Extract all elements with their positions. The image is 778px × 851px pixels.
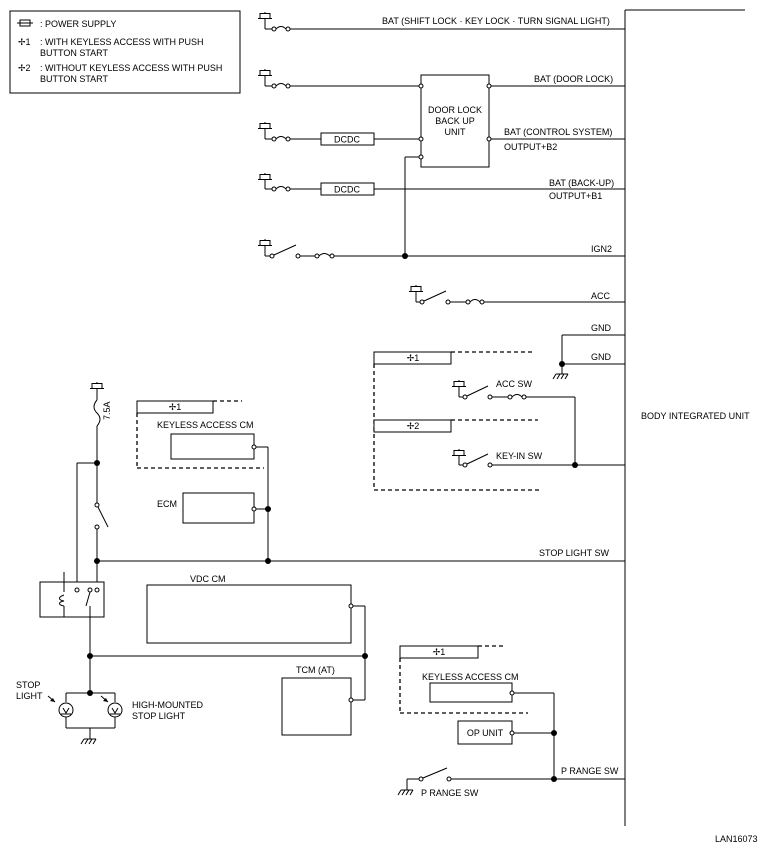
power-supply-icon — [89, 381, 105, 391]
tcm-label: TCM (AT) — [296, 665, 335, 675]
figure-code: LAN16073 — [715, 834, 758, 844]
vdc-cm-box — [146, 584, 352, 644]
op-unit-label: OP UNIT — [467, 728, 504, 738]
key-in-sw-blade — [466, 453, 489, 465]
keyless-ecm-region: ✢1 KEYLESS ACCESS CM ECM — [136, 400, 271, 564]
keyless-access-cm-label-1: KEYLESS ACCESS CM — [157, 420, 254, 430]
dcdc-label-1: DCDC — [334, 135, 360, 145]
fuse-icon — [93, 399, 101, 427]
switch-option-region: ✢1 ✢2 ACC SW KEY-IN SW — [373, 351, 625, 491]
stop-light-bulb-icon — [58, 702, 74, 718]
power-supply-icon — [451, 379, 467, 389]
ign2-label: IGN2 — [591, 244, 612, 254]
stop-light-circuit: 7.5A STOP LIGHT SW — [16, 381, 625, 745]
acc-sw-blade — [466, 385, 489, 397]
ecm-label: ECM — [157, 499, 177, 509]
door-lock-label-3: UNIT — [445, 127, 466, 137]
ign2-circuit: IGN2 — [257, 156, 625, 259]
high-mounted-stop-light-bulb-icon — [107, 702, 123, 718]
door-lock-backup-unit-box — [420, 74, 490, 168]
legend-star2-mark: ✢2 — [18, 63, 31, 73]
door-lock-label-2: BACK UP — [435, 116, 475, 126]
power-supply-icon — [257, 172, 273, 182]
gnd-circuit: GND GND — [552, 323, 625, 380]
keyless-access-cm-label-2: KEYLESS ACCESS CM — [422, 672, 519, 682]
stop-light-label: STOP — [16, 680, 40, 690]
acc-circuit: ACC — [408, 284, 625, 305]
relay-coil-icon — [59, 594, 65, 607]
bat-control-system-circuit: DCDC BAT (CONTROL SYSTEM) OUTPUT+B2 — [257, 121, 625, 152]
fuse-rating: 7.5A — [102, 401, 112, 420]
legend-star2-text-cont: BUTTON START — [40, 74, 109, 84]
stop-lamp-relay — [39, 581, 105, 618]
legend-star1-mark: ✢1 — [18, 37, 31, 47]
ign-switch-blade — [273, 244, 297, 256]
power-supply-legend-icon — [17, 19, 33, 27]
body-integrated-unit-label: BODY INTEGRATED UNIT — [641, 411, 750, 421]
gnd-label-1: GND — [591, 323, 612, 333]
stop-light-label-2: LIGHT — [16, 691, 43, 701]
acc-sw-label: ACC SW — [496, 379, 533, 389]
high-mounted-stop-light-label: HIGH-MOUNTED — [132, 700, 203, 710]
tcm-box — [281, 677, 352, 736]
option-tag-star1-label: ✢1 — [433, 647, 446, 657]
p-range-sw-line-label: P RANGE SW — [561, 766, 619, 776]
output-b2-label: OUTPUT+B2 — [504, 142, 557, 152]
output-b1-label: OUTPUT+B1 — [549, 191, 602, 201]
stop-light-sw-label: STOP LIGHT SW — [539, 548, 610, 558]
bat-door-lock-circuit: BAT (DOOR LOCK) — [257, 68, 625, 89]
ground-icon — [397, 789, 414, 796]
dcdc-label-2: DCDC — [334, 185, 360, 195]
bat-shift-lock-circuit: BAT (SHIFT LOCK · KEY LOCK · TURN SIGNAL… — [257, 11, 625, 32]
legend-star1-text-cont: BUTTON START — [40, 48, 109, 58]
legend: : POWER SUPPLY ✢1 : WITH KEYLESS ACCESS … — [9, 10, 241, 94]
bat-control-system-label: BAT (CONTROL SYSTEM) — [504, 127, 612, 137]
power-supply-icon — [257, 11, 273, 21]
legend-box — [9, 10, 241, 94]
option-tag-star1-label: ✢1 — [169, 402, 182, 412]
option-tag-star1 — [373, 351, 452, 365]
gnd-label-2: GND — [591, 352, 612, 362]
acc-label: ACC — [591, 291, 611, 301]
bat-backup-label: BAT (BACK-UP) — [549, 178, 614, 188]
power-supply-icon — [257, 238, 273, 248]
power-supply-icon — [451, 448, 467, 458]
keyless-access-cm-1 — [170, 433, 255, 460]
high-mounted-stop-light-label-2: STOP LIGHT — [132, 711, 186, 721]
vdc-cm-label: VDC CM — [190, 574, 226, 584]
ground-icon — [80, 738, 97, 745]
bat-backup-circuit: DCDC BAT (BACK-UP) OUTPUT+B1 — [257, 172, 625, 201]
door-lock-backup-unit: DOOR LOCK BACK UP UNIT — [418, 74, 492, 168]
power-supply-icon — [257, 68, 273, 78]
vdc-tcm-region: VDC CM TCM (AT) — [146, 574, 366, 736]
key-in-sw-label: KEY-IN SW — [496, 451, 543, 461]
power-supply-icon — [408, 284, 424, 294]
option-tag-star1 — [399, 645, 479, 659]
bat-shift-lock-label: BAT (SHIFT LOCK · KEY LOCK · TURN SIGNAL… — [382, 16, 610, 26]
p-range-sw-label: P RANGE SW — [421, 788, 479, 798]
legend-power-supply: : POWER SUPPLY — [40, 19, 116, 29]
body-integrated-unit: BODY INTEGRATED UNIT — [624, 9, 750, 826]
option-tag-star1-label: ✢1 — [407, 353, 420, 363]
bat-door-lock-label: BAT (DOOR LOCK) — [534, 74, 613, 84]
legend-star1-text: : WITH KEYLESS ACCESS WITH PUSH — [40, 37, 204, 47]
door-lock-label: DOOR LOCK — [428, 105, 482, 115]
legend-star2-text: : WITHOUT KEYLESS ACCESS WITH PUSH — [40, 63, 222, 73]
ground-icon — [552, 373, 569, 380]
keyless-access-cm-2 — [429, 682, 513, 703]
ecm-box — [182, 492, 255, 524]
option-tag-star2-label: ✢2 — [407, 421, 420, 431]
p-range-region: ✢1 KEYLESS ACCESS CM OP UNIT P RANGE SW … — [397, 645, 625, 798]
option-tag-star1 — [136, 400, 214, 414]
p-range-sw-blade — [422, 767, 448, 779]
power-supply-icon — [257, 121, 273, 131]
option-tag-star2 — [373, 419, 452, 433]
stop-light-sw-blade — [97, 506, 109, 528]
